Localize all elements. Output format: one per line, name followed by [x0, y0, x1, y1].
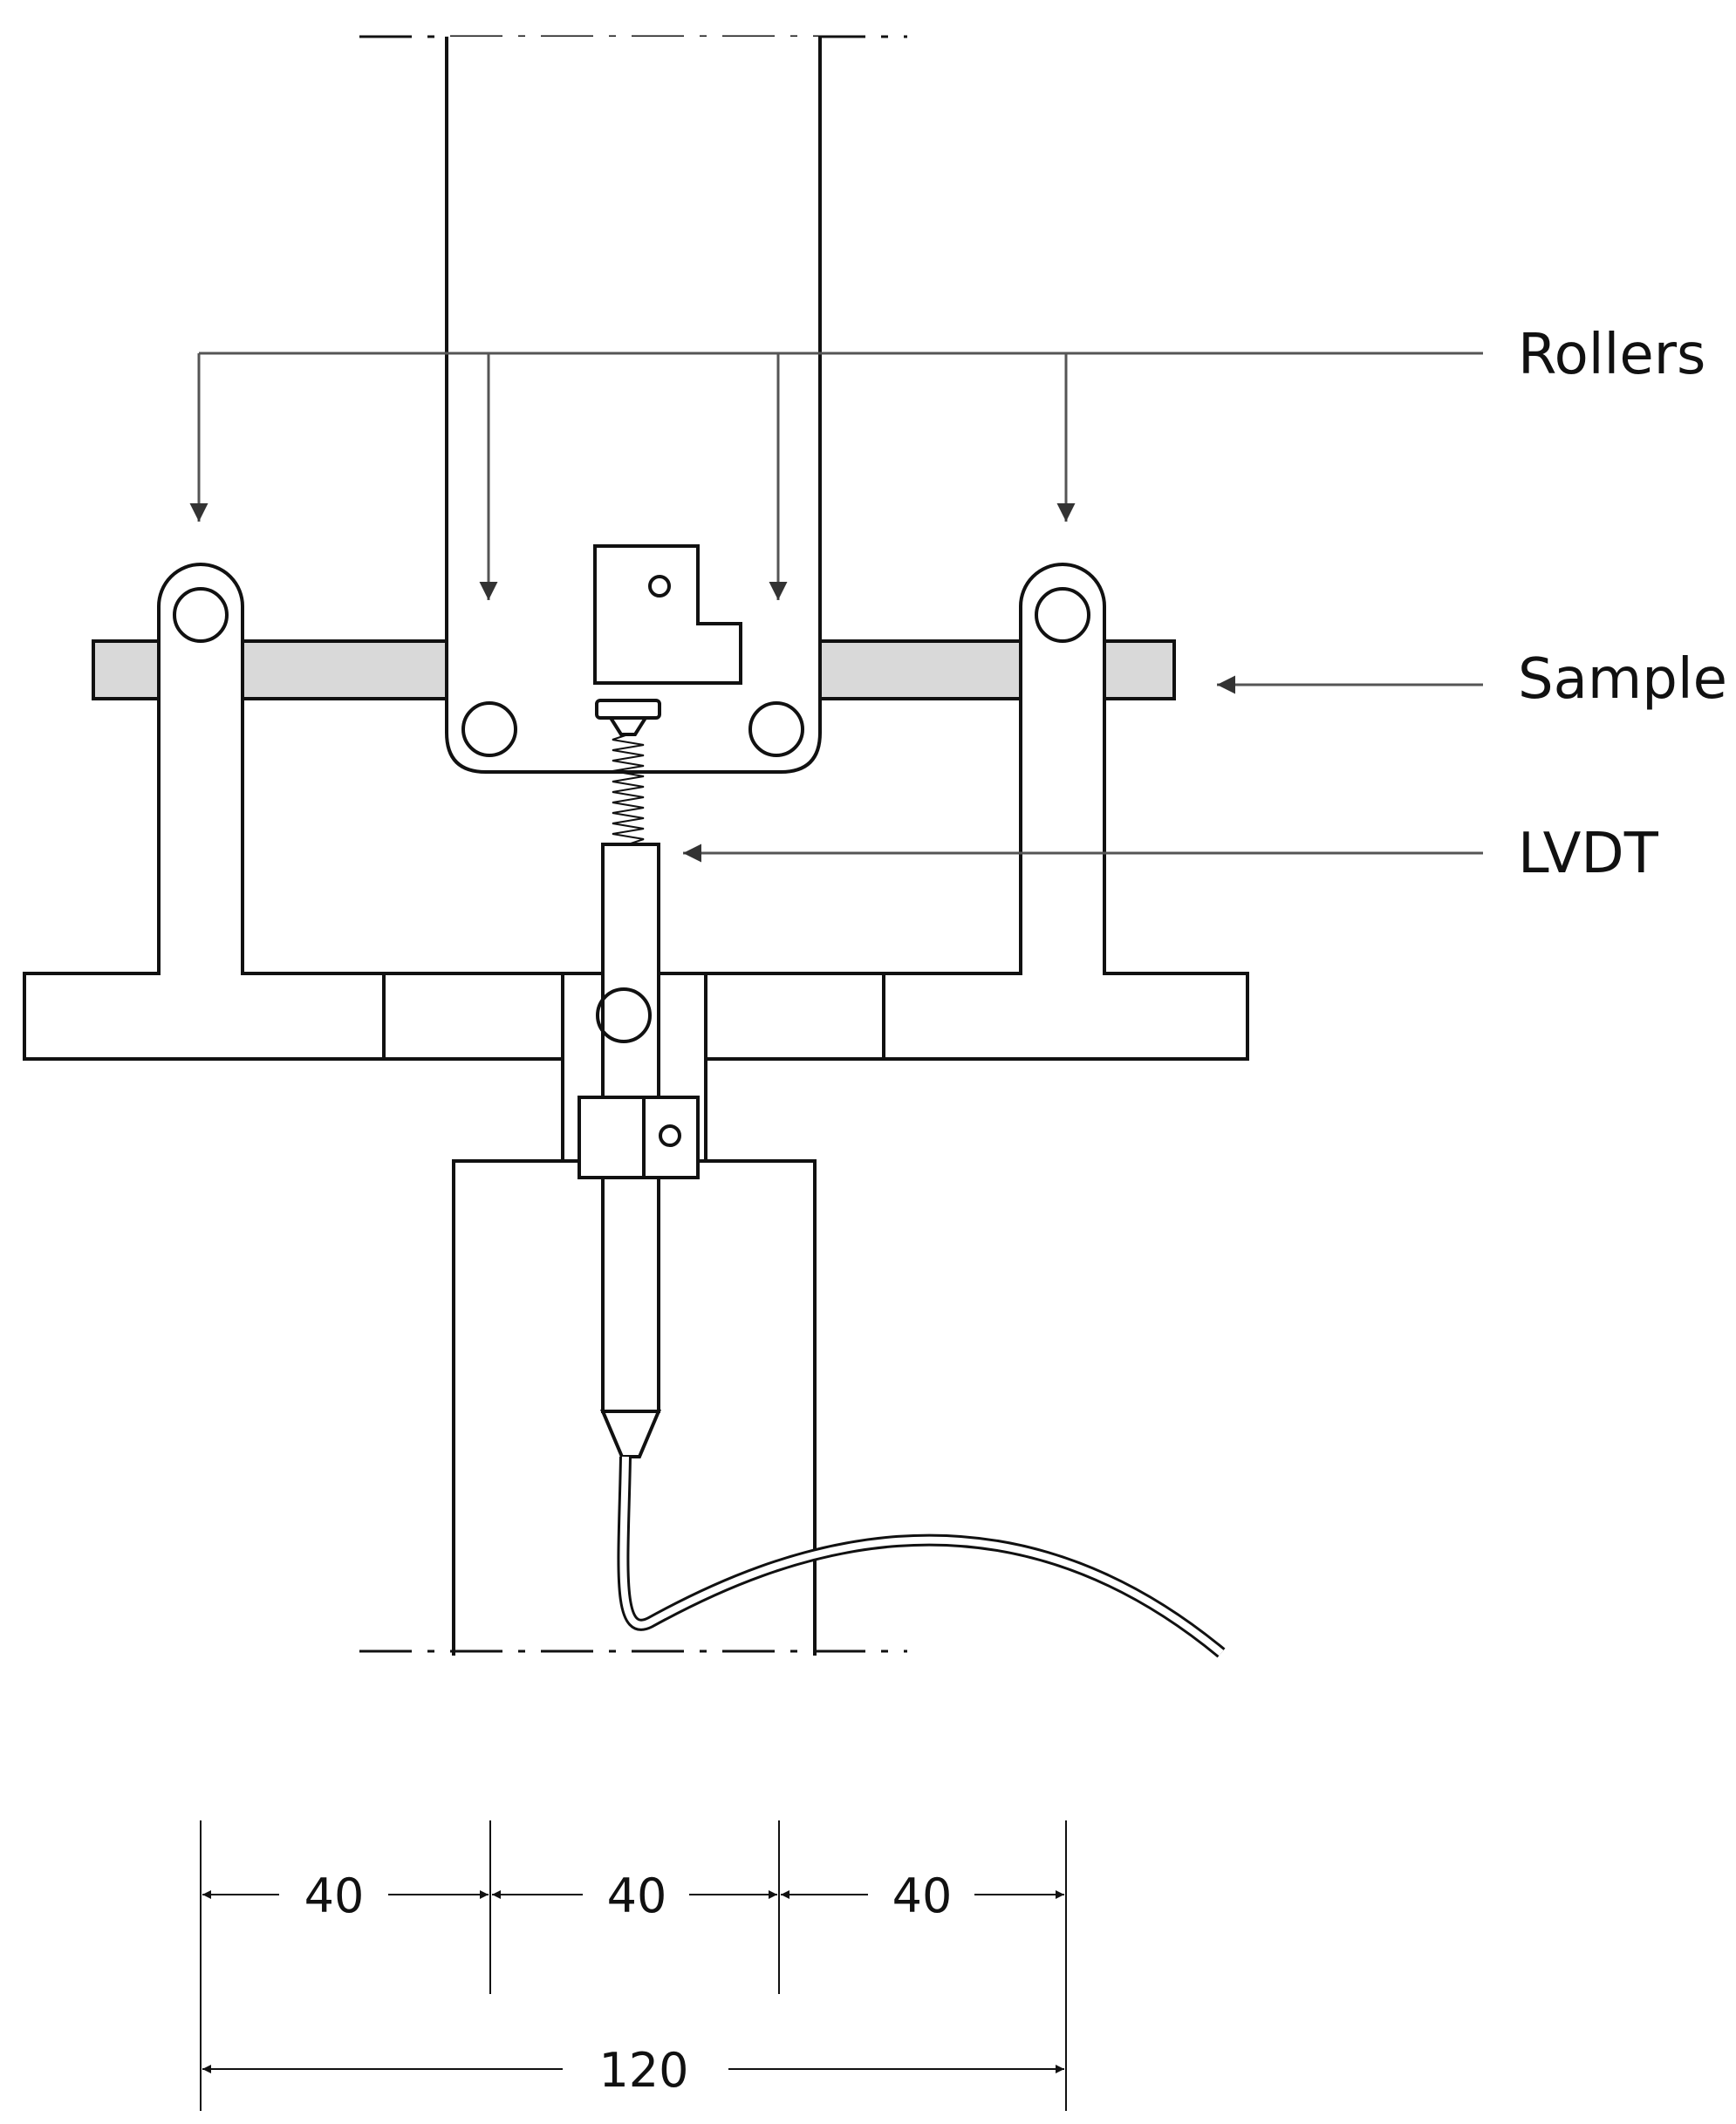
loading-roller-right — [748, 701, 804, 757]
dimension-span-3: 40 — [892, 1868, 953, 1923]
dimension-span-2: 40 — [607, 1868, 667, 1923]
loading-roller-left — [461, 701, 517, 757]
dimension-total: 120 — [598, 2043, 688, 2098]
label-sample: Sample — [1518, 647, 1727, 712]
lvdt-body — [578, 843, 700, 1458]
sample-overlap — [92, 639, 1176, 700]
lvdt-bracket — [593, 544, 742, 736]
label-rollers: Rollers — [1518, 323, 1705, 387]
rollers — [173, 587, 1090, 757]
dimension-span-1: 40 — [304, 1868, 365, 1923]
support-roller-left — [173, 587, 229, 643]
support-roller-right — [1035, 587, 1090, 643]
upper-loading-column — [359, 35, 907, 774]
spring-coil — [612, 734, 645, 845]
lvdt-spring — [612, 734, 645, 845]
lvdt-cable — [617, 1456, 1226, 1658]
label-lvdt: LVDT — [1518, 822, 1659, 886]
rollers-leader — [189, 352, 1483, 600]
dimension-lines — [200, 1820, 1067, 2111]
